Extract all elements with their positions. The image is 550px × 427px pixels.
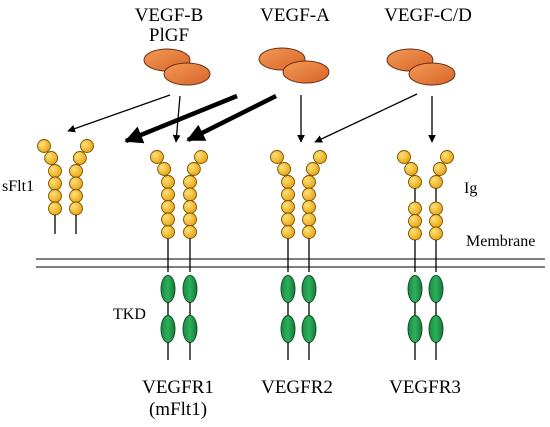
annotation-membrane: Membrane bbox=[466, 233, 536, 250]
ig-domain bbox=[150, 150, 164, 164]
receptor-sflt1 bbox=[37, 139, 94, 234]
ig-domain bbox=[161, 175, 175, 189]
ig-domain bbox=[305, 162, 320, 176]
tkd-domain bbox=[301, 275, 317, 303]
arrow-vegfb-to-sflt1 bbox=[67, 94, 171, 133]
receptor-label-vegfr1: VEGFR1 bbox=[142, 377, 214, 398]
ig-domain bbox=[183, 225, 197, 239]
receptor-vegfr3 bbox=[397, 150, 454, 360]
ig-domain bbox=[183, 175, 197, 189]
tkd-domain bbox=[280, 275, 296, 303]
ligand-label-vegf-cd: VEGF-C/D bbox=[384, 5, 472, 26]
ig-domain bbox=[408, 175, 422, 189]
tkd-domain bbox=[407, 275, 423, 303]
ligand-vegf-a bbox=[258, 47, 330, 84]
ligand-vegf-b-plgf bbox=[143, 48, 211, 86]
ig-domain bbox=[281, 225, 295, 239]
tkd-domain bbox=[182, 275, 198, 303]
tkd-domain bbox=[428, 275, 444, 303]
ig-domain bbox=[302, 212, 316, 227]
ig-domain bbox=[408, 214, 422, 228]
ig-domain bbox=[69, 189, 83, 203]
tkd-domain bbox=[301, 315, 317, 343]
ig-domain bbox=[429, 214, 443, 228]
ig-domain bbox=[161, 187, 175, 202]
ig-domain bbox=[37, 139, 51, 153]
ig-domain bbox=[302, 225, 316, 239]
ig-domain bbox=[432, 162, 447, 176]
ig-domain bbox=[161, 200, 175, 214]
ig-domain bbox=[186, 162, 201, 176]
ig-domain bbox=[281, 175, 295, 189]
ig-domain bbox=[408, 226, 422, 241]
ig-domain bbox=[397, 150, 411, 164]
ligand-label-plgf: PlGF bbox=[148, 25, 190, 46]
tkd-domain bbox=[160, 315, 176, 343]
ig-domain bbox=[48, 176, 62, 191]
ig-domain bbox=[183, 212, 197, 227]
ig-domain bbox=[183, 200, 197, 214]
annotation-ig: Ig bbox=[464, 180, 478, 197]
ig-domain bbox=[404, 162, 419, 176]
annotation-tkd: TKD bbox=[113, 306, 146, 323]
ig-domain bbox=[429, 201, 443, 216]
ig-domain bbox=[69, 176, 83, 191]
ig-domain bbox=[270, 150, 284, 164]
ig-domain bbox=[44, 151, 59, 165]
tkd-domain bbox=[428, 315, 444, 343]
ig-domain bbox=[48, 164, 62, 178]
ig-domain bbox=[69, 201, 83, 216]
arrow-vegfa-to-sflt1 bbox=[124, 93, 238, 144]
ig-domain bbox=[183, 187, 197, 202]
receptor-label-mflt1: (mFlt1) bbox=[148, 399, 208, 420]
tkd-domain bbox=[280, 315, 296, 343]
tkd-domain bbox=[182, 315, 198, 343]
ig-domain bbox=[281, 200, 295, 214]
arrow-vegfcd-to-vegfr2 bbox=[314, 93, 418, 143]
ig-domain bbox=[69, 164, 83, 178]
ig-domain bbox=[281, 212, 295, 227]
membrane bbox=[36, 258, 545, 268]
ligand-vegf-cd bbox=[386, 48, 456, 86]
ig-domain bbox=[281, 187, 295, 202]
ig-domain bbox=[429, 226, 443, 241]
receptor-label-sflt1: sFlt1 bbox=[2, 178, 35, 195]
receptor-vegfr1 bbox=[150, 150, 208, 360]
ig-domain bbox=[277, 162, 292, 176]
ig-domain bbox=[408, 201, 422, 216]
ig-domain bbox=[72, 151, 87, 165]
ig-domain bbox=[48, 189, 62, 203]
ig-domain bbox=[48, 201, 62, 216]
tkd-domain bbox=[407, 315, 423, 343]
ig-domain bbox=[302, 187, 316, 202]
ig-domain bbox=[429, 175, 443, 189]
arrow-vegfa-to-vegfr1 bbox=[186, 93, 278, 143]
ig-domain bbox=[161, 225, 175, 239]
ligand-label-vegf-b: VEGF-B bbox=[134, 5, 204, 26]
ig-domain bbox=[80, 139, 94, 153]
ig-domain bbox=[161, 212, 175, 227]
ig-domain bbox=[302, 200, 316, 214]
ig-domain bbox=[302, 175, 316, 189]
receptor-label-vegfr2: VEGFR2 bbox=[261, 377, 333, 398]
ig-domain bbox=[194, 150, 208, 164]
ig-domain bbox=[313, 150, 327, 164]
binding-arrows bbox=[67, 93, 436, 144]
ligand-label-vegf-a: VEGF-A bbox=[260, 5, 330, 26]
receptor-label-vegfr3: VEGFR3 bbox=[389, 377, 461, 398]
tkd-domain bbox=[160, 275, 176, 303]
receptor-vegfr2 bbox=[270, 150, 327, 360]
ig-domain bbox=[157, 162, 172, 176]
ig-domain bbox=[440, 150, 454, 164]
